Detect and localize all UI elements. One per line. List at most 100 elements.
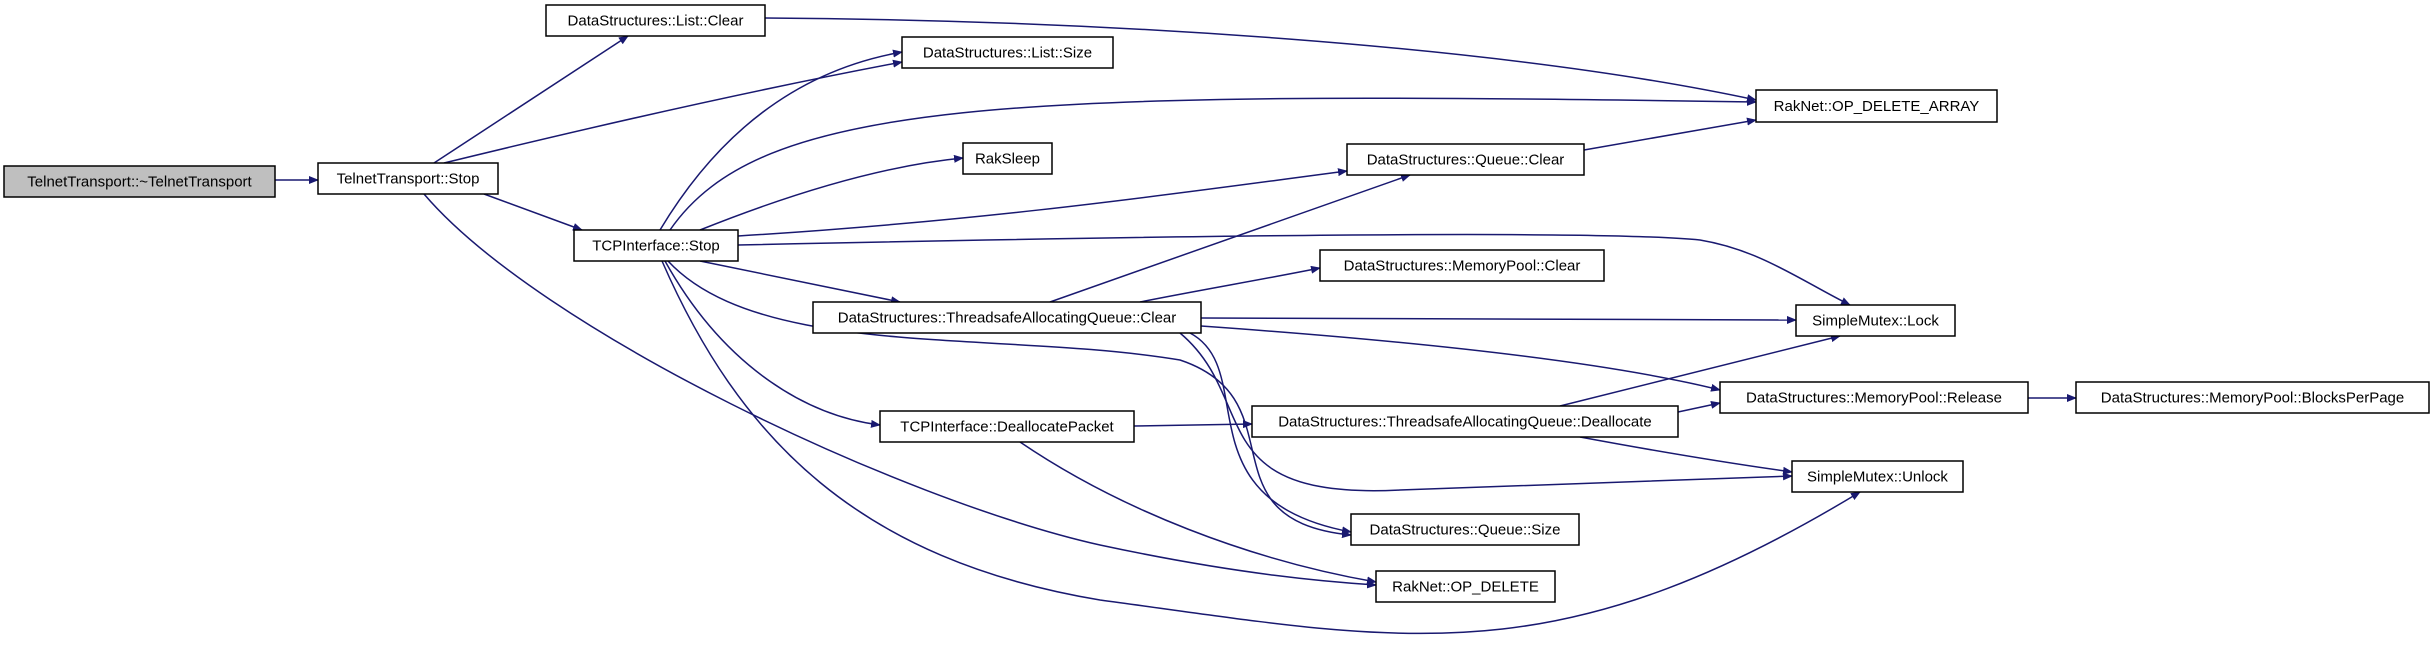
node-n1[interactable]: TelnetTransport::Stop: [317, 162, 499, 195]
node-label: RakNet::OP_DELETE_ARRAY: [1774, 98, 1980, 115]
node-label: RakNet::OP_DELETE: [1392, 579, 1539, 596]
edge-n5-to-n8: [737, 233, 1851, 306]
node-label: TCPInterface::DeallocatePacket: [900, 419, 1114, 436]
node-box[interactable]: [1375, 570, 1556, 603]
edge-n9-to-n11: [1200, 325, 1721, 392]
edge-n1-to-n17: [423, 193, 1377, 589]
node-n12[interactable]: DataStructures::MemoryPool::BlocksPerPag…: [2075, 381, 2430, 414]
edge-path: [659, 49, 903, 231]
node-n5[interactable]: TCPInterface::Stop: [573, 229, 739, 262]
edge-path: [443, 59, 903, 164]
node-box[interactable]: [1350, 513, 1580, 546]
node-label: TCPInterface::Stop: [592, 238, 720, 255]
node-n7[interactable]: DataStructures::Queue::Clear: [1346, 143, 1585, 176]
node-box[interactable]: [2075, 381, 2430, 414]
node-n3[interactable]: DataStructures::List::Size: [901, 36, 1114, 69]
edges-layer: [275, 17, 2077, 635]
edge-path: [1019, 441, 1377, 585]
edge-path: [764, 17, 1757, 103]
node-n0[interactable]: TelnetTransport::~TelnetTransport: [3, 165, 276, 198]
node-label: TelnetTransport::Stop: [337, 171, 480, 188]
edge-path: [1200, 325, 1721, 392]
node-n17[interactable]: RakNet::OP_DELETE: [1375, 570, 1556, 603]
node-n2[interactable]: DataStructures::List::Clear: [545, 4, 766, 37]
edge-path: [699, 260, 901, 305]
edge-n5-to-n6: [699, 154, 964, 231]
node-box[interactable]: [1319, 249, 1605, 282]
edge-path: [1579, 436, 1793, 475]
edge-n5-to-n4: [669, 97, 1757, 231]
node-box[interactable]: [812, 301, 1202, 334]
edge-n5-to-n3: [659, 49, 903, 231]
edge-n9-to-n8: [1200, 315, 1797, 324]
node-box[interactable]: [1346, 143, 1585, 176]
edge-n1-to-n3: [443, 59, 903, 164]
edge-path: [664, 260, 881, 428]
node-n8[interactable]: SimpleMutex::Lock: [1795, 304, 1956, 337]
node-n15[interactable]: SimpleMutex::Unlock: [1791, 460, 1964, 493]
edge-path: [423, 193, 1377, 589]
node-label: SimpleMutex::Unlock: [1807, 469, 1948, 486]
node-n10[interactable]: DataStructures::MemoryPool::Clear: [1319, 249, 1605, 282]
node-box[interactable]: [573, 229, 739, 262]
edge-n9-to-n16: [1189, 332, 1352, 535]
edge-path: [661, 260, 1861, 635]
node-box[interactable]: [1719, 381, 2029, 414]
node-n9[interactable]: DataStructures::ThreadsafeAllocatingQueu…: [812, 301, 1202, 334]
edge-n13-to-n14: [1133, 420, 1253, 429]
node-n6[interactable]: RakSleep: [962, 142, 1053, 175]
node-box[interactable]: [3, 165, 276, 198]
node-n14[interactable]: DataStructures::ThreadsafeAllocatingQueu…: [1251, 405, 1679, 438]
edge-path: [1179, 332, 1793, 492]
edge-n9-to-n15: [1179, 332, 1793, 492]
edge-n5-to-n7: [737, 168, 1348, 237]
edge-path: [1133, 420, 1253, 429]
edge-path: [737, 168, 1348, 237]
node-box[interactable]: [1251, 405, 1679, 438]
nodes-layer: TelnetTransport::~TelnetTransport TelnetT…: [3, 4, 2430, 603]
edge-n5-to-n9: [699, 260, 901, 305]
node-n16[interactable]: DataStructures::Queue::Size: [1350, 513, 1580, 546]
edge-n5-to-n16: [667, 260, 1352, 539]
node-label: DataStructures::MemoryPool::Release: [1746, 390, 2002, 407]
edge-n14-to-n11: [1677, 400, 1721, 413]
edge-path: [1049, 174, 1411, 303]
node-n13[interactable]: TCPInterface::DeallocatePacket: [879, 410, 1135, 443]
edge-n1-to-n5: [483, 193, 583, 231]
node-label: DataStructures::MemoryPool::BlocksPerPag…: [2101, 390, 2404, 407]
node-box[interactable]: [545, 4, 766, 37]
edge-path: [667, 260, 1352, 539]
node-box[interactable]: [317, 162, 499, 195]
node-box[interactable]: [962, 142, 1053, 175]
edge-path: [737, 233, 1851, 306]
node-label: DataStructures::ThreadsafeAllocatingQueu…: [838, 310, 1177, 327]
edge-n14-to-n15: [1579, 436, 1793, 475]
edge-n1-to-n2: [433, 35, 629, 164]
edge-path: [483, 193, 583, 231]
node-n4[interactable]: RakNet::OP_DELETE_ARRAY: [1755, 89, 1998, 123]
edge-path: [1139, 265, 1321, 303]
edge-path: [1677, 400, 1721, 413]
edge-n5-to-n13: [664, 260, 881, 428]
node-n11[interactable]: DataStructures::MemoryPool::Release: [1719, 381, 2029, 414]
node-label: DataStructures::MemoryPool::Clear: [1344, 258, 1581, 275]
node-box[interactable]: [901, 36, 1114, 69]
node-box[interactable]: [879, 410, 1135, 443]
edge-path: [1559, 334, 1841, 407]
node-label: RakSleep: [975, 151, 1040, 168]
node-label: DataStructures::List::Clear: [568, 13, 744, 30]
node-label: TelnetTransport::~TelnetTransport: [27, 174, 252, 191]
edge-path: [1583, 117, 1757, 151]
node-box[interactable]: [1795, 304, 1956, 337]
node-box[interactable]: [1755, 89, 1998, 123]
edge-n14-to-n8: [1559, 334, 1841, 407]
edge-path: [669, 97, 1757, 231]
edge-path: [433, 35, 629, 164]
node-label: DataStructures::Queue::Size: [1370, 522, 1561, 539]
node-label: SimpleMutex::Lock: [1812, 313, 1939, 330]
node-label: DataStructures::Queue::Clear: [1367, 152, 1565, 169]
node-label: DataStructures::ThreadsafeAllocatingQueu…: [1278, 414, 1652, 431]
node-box[interactable]: [1791, 460, 1964, 493]
edge-path: [699, 154, 964, 231]
